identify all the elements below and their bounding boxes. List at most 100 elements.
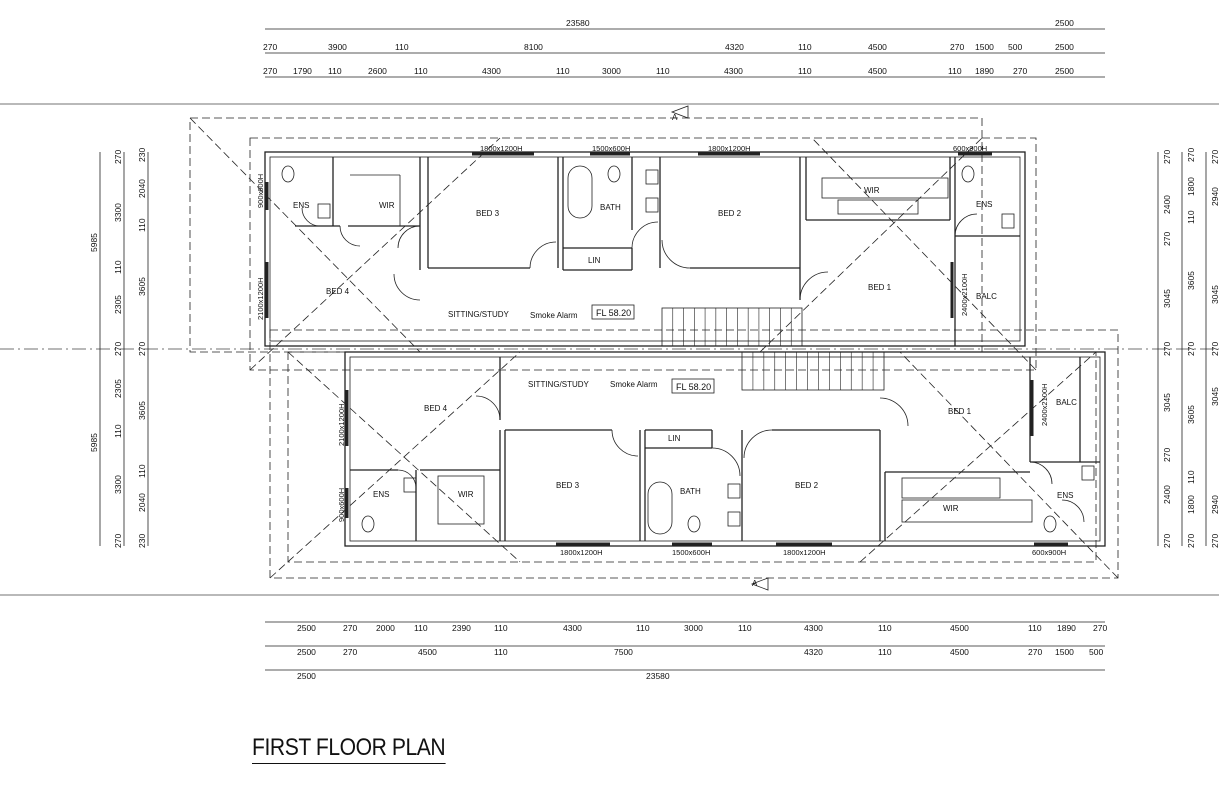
dim-top-row3-3: 2600 [368, 66, 387, 76]
dim-top-row2-5: 110 [798, 42, 812, 52]
upper-sitting-label: SITTING/STUDY [448, 310, 510, 319]
dim-bottom-row2-5: 4320 [804, 647, 823, 657]
upper-bed1-label: BED 1 [868, 283, 892, 292]
lower-window-6: 2100x1200H [337, 403, 346, 446]
dim-bottom-row1-15: 270 [1093, 623, 1107, 633]
dim-bottom-row1-1: 270 [343, 623, 357, 633]
dim-right-b-0: 270 [1186, 148, 1196, 162]
upper-window-4: 600x900H [953, 144, 987, 153]
dim-left-mid-4: 270 [113, 342, 123, 356]
dim-bottom-row1-6: 4300 [563, 623, 582, 633]
dim-right-b-8: 270 [1186, 534, 1196, 548]
upper-bed4-label: BED 4 [326, 287, 350, 296]
dim-left-mid-2: 110 [113, 260, 123, 274]
dim-top-row3-0: 270 [263, 66, 277, 76]
section-mark-bottom: A [752, 579, 758, 588]
dim-top-total-right: 2500 [1055, 18, 1074, 28]
dim-bottom-row2-8: 270 [1028, 647, 1042, 657]
dim-top-row3-2: 110 [328, 66, 342, 76]
upper-wir-left-label: WIR [379, 201, 395, 210]
dim-top-row2-2: 110 [395, 42, 409, 52]
dim-left-inner-4: 270 [137, 342, 147, 356]
dim-top-row3-11: 4500 [868, 66, 887, 76]
upper-lin-label: LIN [588, 256, 601, 265]
dim-bottom-row1-0: 2500 [297, 623, 316, 633]
dim-right-b-4: 270 [1186, 342, 1196, 356]
dim-bottom-row1-9: 110 [738, 623, 752, 633]
dim-top-row2-9: 500 [1008, 42, 1022, 52]
dim-bottom-row2-0: 2500 [297, 647, 316, 657]
dim-bottom-row1-7: 110 [636, 623, 650, 633]
dim-right-a-6: 270 [1162, 448, 1172, 462]
dim-top-row3-14: 270 [1013, 66, 1027, 76]
upper-ens-right-label: ENS [976, 200, 992, 209]
dim-top-row3-10: 110 [798, 66, 812, 76]
dim-left-inner-3: 3605 [137, 277, 147, 296]
dim-right-c-1: 2940 [1210, 187, 1219, 206]
dim-top-row2-6: 4500 [868, 42, 887, 52]
upper-window-5: 900x600H [256, 174, 265, 208]
dim-bottom-row2-7: 4500 [950, 647, 969, 657]
dim-right-a-0: 270 [1162, 150, 1172, 164]
dim-bottom-row1-3: 110 [414, 623, 428, 633]
dim-bottom-row2-4: 7500 [614, 647, 633, 657]
dim-left-inner-6: 110 [137, 464, 147, 478]
dim-bottom-row1-14: 1890 [1057, 623, 1076, 633]
dim-top-row3-1: 1790 [293, 66, 312, 76]
dim-top-row3-15: 2500 [1055, 66, 1074, 76]
dim-right-b-2: 110 [1186, 210, 1196, 224]
dim-top-row3-13: 1890 [975, 66, 994, 76]
upper-smoke-label: Smoke Alarm [530, 311, 578, 320]
upper-window-2: 1500x600H [592, 144, 630, 153]
section-mark-top: A [672, 113, 678, 122]
dim-top-total: 23580 [566, 18, 590, 28]
dim-bottom-row1-2: 2000 [376, 623, 395, 633]
dim-bottom-row1-13: 110 [1028, 623, 1042, 633]
lower-ens-right-label: ENS [1057, 491, 1073, 500]
dim-left-outer-1: 5985 [89, 433, 99, 452]
lower-window-2: 1500x600H [672, 548, 710, 557]
dim-left-inner-5: 3605 [137, 401, 147, 420]
lower-lin-label: LIN [668, 434, 681, 443]
dim-left-outer-0: 5985 [89, 233, 99, 252]
lower-bed3-label: BED 3 [556, 481, 580, 490]
dim-bottom-row1-11: 110 [878, 623, 892, 633]
plan-title: FIRST FLOOR PLAN [252, 734, 446, 764]
dim-right-c-4: 3045 [1210, 387, 1219, 406]
dim-top-row3-8: 110 [656, 66, 670, 76]
dim-left-inner-7: 2040 [137, 493, 147, 512]
lower-bed4-label: BED 4 [424, 404, 448, 413]
dim-left-mid-0: 270 [113, 150, 123, 164]
lower-bed2-label: BED 2 [795, 481, 819, 490]
upper-balc-label: BALC [976, 292, 997, 301]
dim-top-row3-4: 110 [414, 66, 428, 76]
dim-right-c-5: 2940 [1210, 495, 1219, 514]
dim-right-c-3: 270 [1210, 342, 1219, 356]
dim-top-row2-4: 4320 [725, 42, 744, 52]
lower-window-7: 2400x2100H [1040, 383, 1049, 426]
upper-ens-left-label: ENS [293, 201, 309, 210]
dim-left-mid-8: 270 [113, 534, 123, 548]
dim-right-a-2: 270 [1162, 232, 1172, 246]
dim-top-row3-7: 3000 [602, 66, 621, 76]
dim-bottom-row2-10: 500 [1089, 647, 1103, 657]
dim-right-b-7: 1800 [1186, 495, 1196, 514]
dim-left-inner-0: 230 [137, 148, 147, 162]
upper-window-7: 2400x2100H [960, 273, 969, 316]
lower-window-4: 600x900H [1032, 548, 1066, 557]
dim-top-row2-10: 2500 [1055, 42, 1074, 52]
lower-wir-left-label: WIR [458, 490, 474, 499]
dim-top-row3-6: 110 [556, 66, 570, 76]
dim-left-mid-5: 2305 [113, 379, 123, 398]
dim-right-a-4: 270 [1162, 342, 1172, 356]
dim-bottom-row1-8: 3000 [684, 623, 703, 633]
dim-right-b-5: 3605 [1186, 405, 1196, 424]
dim-top-row2-7: 270 [950, 42, 964, 52]
upper-window-6: 2100x1200H [256, 277, 265, 320]
dim-top-row3-12: 110 [948, 66, 962, 76]
dim-bottom-row2-9: 1500 [1055, 647, 1074, 657]
dim-right-a-5: 3045 [1162, 393, 1172, 412]
dim-left-mid-3: 2305 [113, 295, 123, 314]
dim-bottom-row1-10: 4300 [804, 623, 823, 633]
dim-left-inner-8: 230 [137, 534, 147, 548]
